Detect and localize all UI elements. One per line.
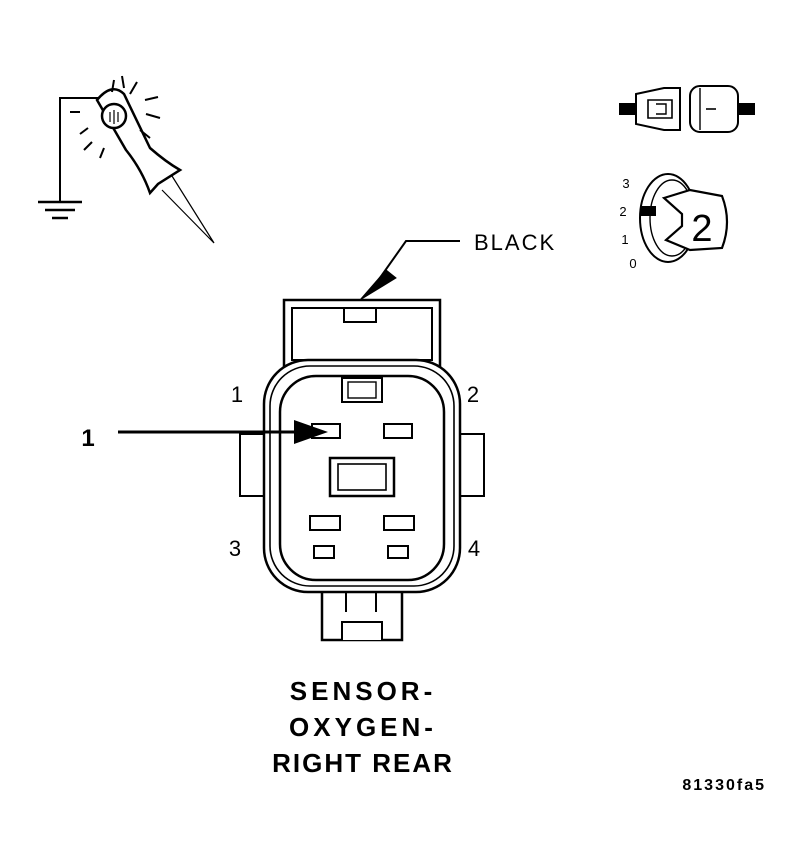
oxygen-sensor-connector bbox=[239, 298, 485, 642]
callout-number: 1 bbox=[81, 425, 94, 452]
probe-tip bbox=[161, 175, 215, 244]
ignition-key-number: 2 bbox=[691, 208, 712, 250]
callout-arrow bbox=[118, 420, 328, 444]
title-line-3: RIGHT REAR bbox=[272, 748, 454, 778]
terminal-cavity-4b bbox=[387, 545, 409, 559]
terminal-cavity-2 bbox=[383, 423, 413, 439]
pin-1-label: 1 bbox=[231, 382, 243, 407]
pin-4-label: 4 bbox=[468, 536, 480, 561]
connector-disconnected-icon bbox=[619, 85, 755, 133]
ground-wire bbox=[59, 97, 108, 202]
title-line-1: SENSOR- bbox=[290, 676, 436, 706]
test-light-icon bbox=[38, 75, 215, 244]
figure-id: 81330fa5 bbox=[682, 777, 766, 794]
terminal-cavity-3 bbox=[309, 515, 341, 531]
connector-color-label: BLACK bbox=[474, 230, 556, 255]
light-rays bbox=[70, 75, 161, 159]
title-line-2: OXYGEN- bbox=[289, 712, 437, 742]
ground-icon bbox=[38, 200, 82, 220]
terminal-cavity-3b bbox=[313, 545, 335, 559]
terminal-cavity-4 bbox=[383, 515, 415, 531]
ignition-position-0: 0 bbox=[629, 256, 636, 271]
ignition-key-icon: 3 2 1 0 2 bbox=[619, 173, 729, 271]
ignition-position-1: 1 bbox=[621, 232, 628, 247]
pin-2-label: 2 bbox=[467, 382, 479, 407]
ignition-position-3: 3 bbox=[622, 176, 629, 191]
color-leader-arrow bbox=[359, 240, 460, 301]
pin-3-label: 3 bbox=[229, 536, 241, 561]
ignition-position-2: 2 bbox=[619, 204, 626, 219]
